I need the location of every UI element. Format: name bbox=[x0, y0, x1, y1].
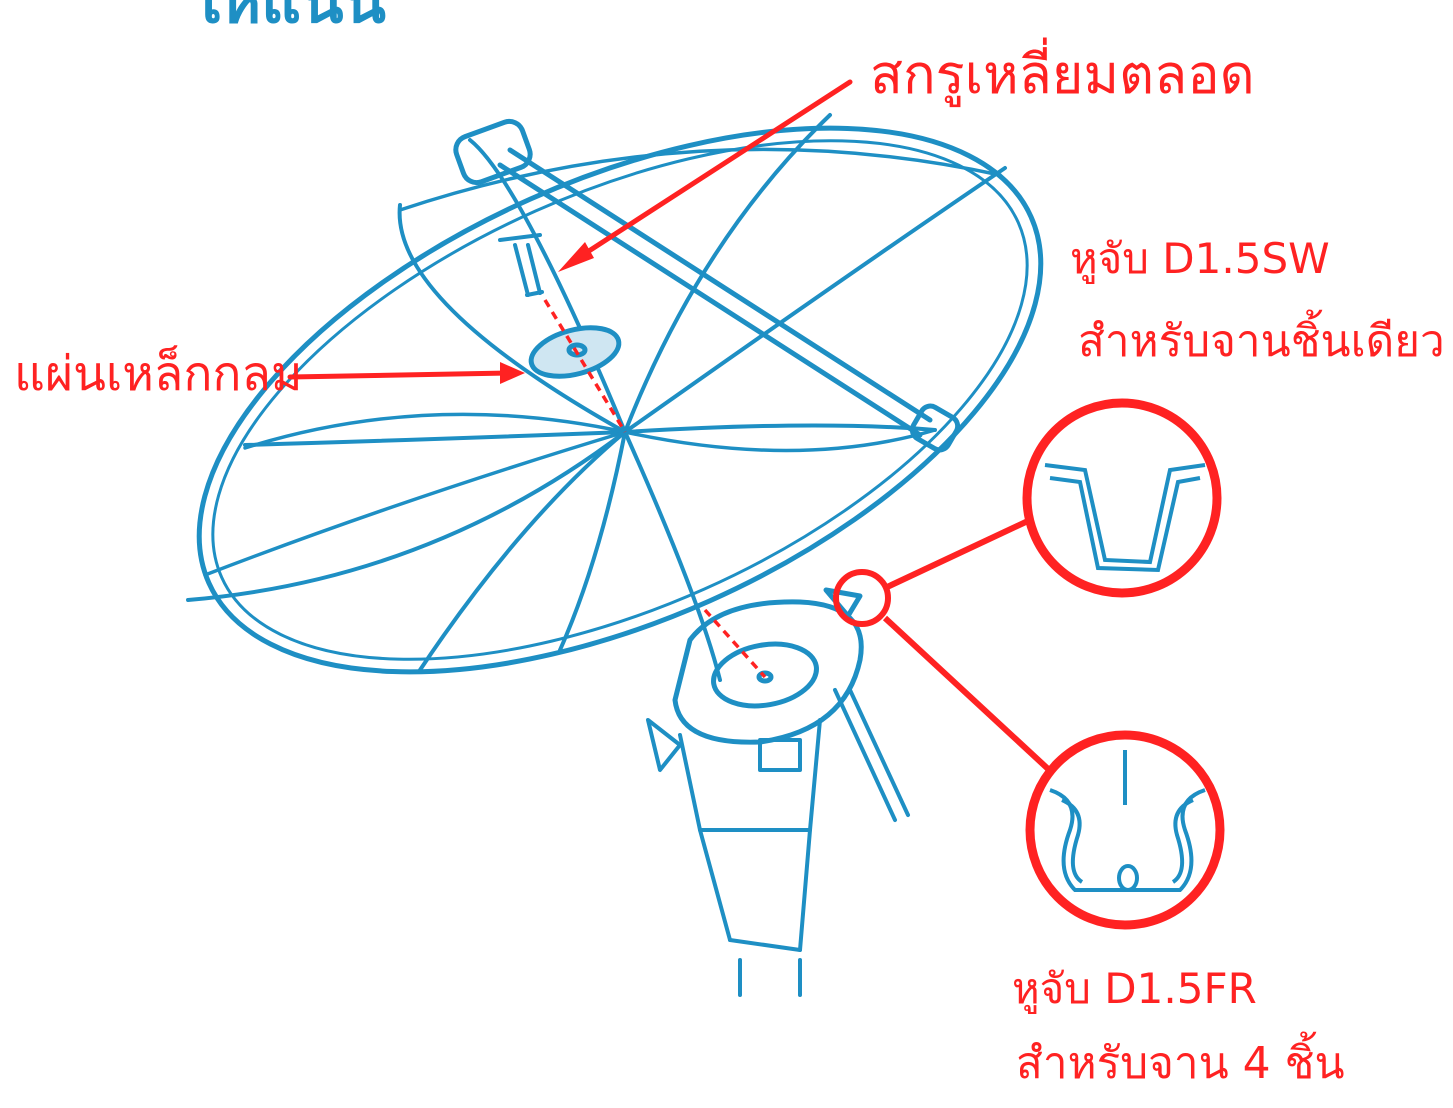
mount-pole bbox=[646, 688, 910, 997]
steel-plate-label: แผ่นเหล็กกลม bbox=[14, 346, 303, 402]
screw-part bbox=[498, 233, 544, 297]
sw-detail-callout bbox=[833, 398, 1222, 627]
mount-base-plate bbox=[672, 587, 864, 745]
dish-rim bbox=[196, 125, 1044, 675]
alignment-lines bbox=[543, 299, 767, 679]
plate-callout-arrow bbox=[287, 362, 525, 384]
fr-clip-icon bbox=[1049, 750, 1206, 892]
dish-ribs bbox=[186, 113, 1007, 682]
feed-arm bbox=[453, 118, 961, 453]
heading-fragment: ให้แน่น bbox=[190, 0, 386, 37]
sw-clip-icon bbox=[1044, 463, 1206, 573]
screw-callout-arrow bbox=[558, 79, 853, 272]
sw-description-label: สำหรับจานชิ้นเดียว bbox=[1078, 316, 1445, 367]
fr-detail-callout bbox=[882, 615, 1225, 930]
screw-label: สกรูเหลี่ยมตลอด bbox=[870, 43, 1255, 106]
fr-description-label: สำหรับจาน 4 ชิ้น bbox=[1016, 1038, 1345, 1089]
sw-model-label: หูจับ D1.5SW bbox=[1070, 234, 1330, 283]
sw-detail-circle bbox=[1022, 398, 1222, 598]
fr-model-label: หูจับ D1.5FR bbox=[1012, 964, 1257, 1013]
